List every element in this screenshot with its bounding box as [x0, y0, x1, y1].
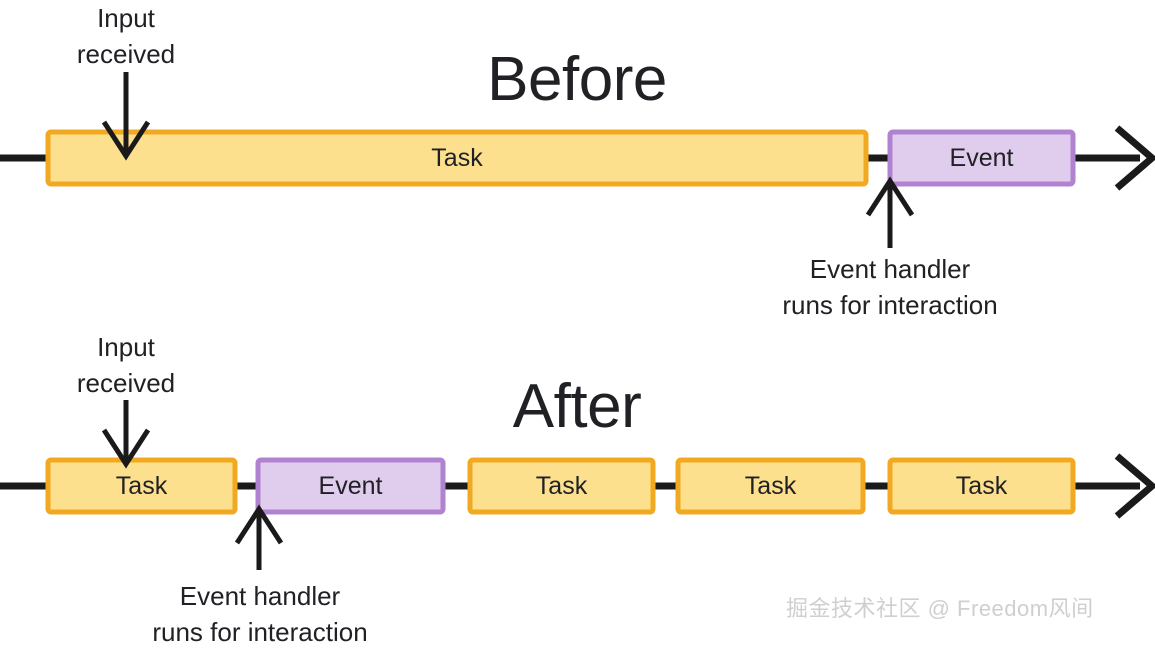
- timeline-arrowhead-after: [1114, 453, 1155, 519]
- after-task-label-3: Task: [744, 472, 797, 500]
- after-handler-arrow-icon: [234, 504, 284, 570]
- after-task-block-2[interactable]: [467, 457, 656, 515]
- timeline-arrowhead-before: [1114, 125, 1155, 191]
- after-event-label: Event: [318, 472, 383, 500]
- after-input-arrow-icon: [101, 400, 151, 469]
- before-input-received-annotation: Input received: [76, 3, 176, 69]
- before-event-label: Event: [949, 144, 1014, 172]
- before-task-label: Task: [431, 144, 483, 172]
- before-handler-arrow-icon: [865, 176, 915, 248]
- after-task-label-2: Task: [535, 472, 588, 500]
- before-event-block[interactable]: [887, 129, 1076, 187]
- before-task-block[interactable]: [45, 129, 869, 187]
- section-title-before: Before: [487, 45, 667, 114]
- before-event-handler-annotation: Event handler runs for interaction: [782, 254, 998, 320]
- after-task-block-4[interactable]: [887, 457, 1076, 515]
- watermark: 掘金技术社区 @ Freedom风间: [786, 596, 1094, 621]
- section-title-after: After: [512, 372, 642, 441]
- after-task-label-1: Task: [115, 472, 168, 500]
- before-input-arrow-icon: [101, 72, 151, 161]
- after-event-handler-annotation: Event handler runs for interaction: [152, 581, 368, 647]
- after-task-block-3[interactable]: [675, 457, 866, 515]
- after-event-block[interactable]: [255, 457, 446, 515]
- after-task-block-1[interactable]: [45, 457, 238, 515]
- after-task-label-4: Task: [955, 472, 1008, 500]
- after-input-received-annotation: Input received: [76, 332, 176, 398]
